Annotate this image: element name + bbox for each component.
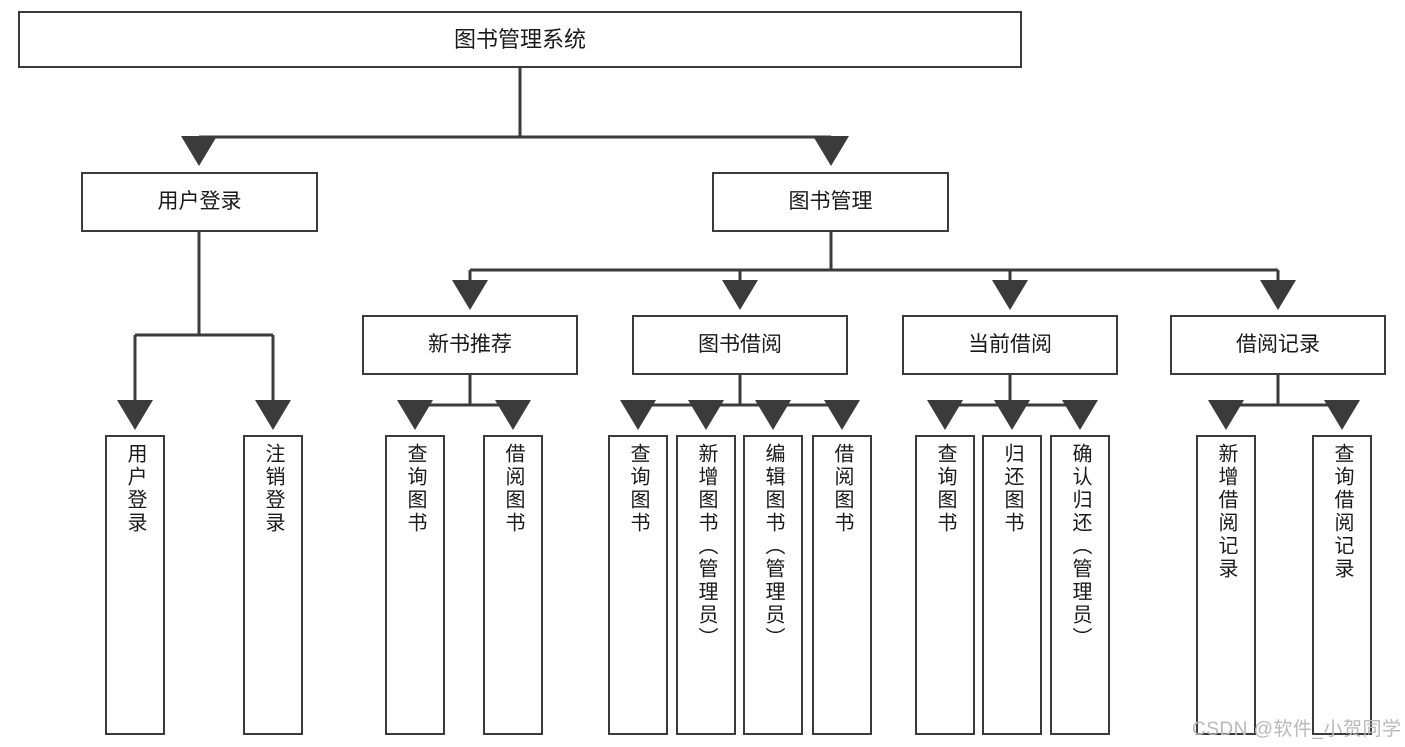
leaf-current-borrow-return-label: 归还图书 — [1001, 443, 1023, 535]
leaf-new-book-borrow[interactable]: 借阅图书 — [483, 435, 543, 735]
leaf-book-borrow-edit[interactable]: 编辑图书（管理员） — [743, 435, 803, 735]
leaf-book-borrow-add-label: 新增图书（管理员） — [695, 443, 717, 650]
leaf-user-login-logout-label: 注销登录 — [262, 443, 284, 535]
leaf-new-book-query[interactable]: 查询图书 — [385, 435, 445, 735]
node-book-management[interactable]: 图书管理 — [712, 172, 949, 232]
node-current-borrow-label: 当前借阅 — [968, 332, 1052, 356]
csdn-watermark: CSDN @软件_小贺同学 — [1192, 719, 1402, 740]
leaf-user-login-logout[interactable]: 注销登录 — [243, 435, 303, 735]
node-root-label: 图书管理系统 — [453, 26, 586, 52]
leaf-current-borrow-confirm-return[interactable]: 确认归还（管理员） — [1050, 435, 1110, 735]
leaf-current-borrow-return[interactable]: 归还图书 — [982, 435, 1042, 735]
node-user-login-label: 用户登录 — [157, 189, 242, 213]
node-book-borrow[interactable]: 图书借阅 — [632, 315, 848, 375]
leaf-current-borrow-query[interactable]: 查询图书 — [915, 435, 975, 735]
node-user-login[interactable]: 用户登录 — [81, 172, 318, 232]
node-book-management-label: 图书管理 — [788, 189, 873, 213]
leaf-user-login-login-label: 用户登录 — [124, 443, 146, 535]
node-new-book-recommend[interactable]: 新书推荐 — [362, 315, 578, 375]
node-current-borrow[interactable]: 当前借阅 — [902, 315, 1118, 375]
leaf-borrow-record-add-label: 新增借阅记录 — [1215, 443, 1237, 581]
leaf-book-borrow-query[interactable]: 查询图书 — [608, 435, 668, 735]
leaf-user-login-login[interactable]: 用户登录 — [105, 435, 165, 735]
node-borrow-record[interactable]: 借阅记录 — [1170, 315, 1386, 375]
node-root[interactable]: 图书管理系统 — [18, 11, 1022, 68]
node-new-book-recommend-label: 新书推荐 — [428, 332, 512, 356]
leaf-book-borrow-borrow[interactable]: 借阅图书 — [812, 435, 872, 735]
leaf-book-borrow-edit-label: 编辑图书（管理员） — [762, 443, 784, 650]
node-book-borrow-label: 图书借阅 — [698, 332, 782, 356]
leaf-book-borrow-add[interactable]: 新增图书（管理员） — [676, 435, 736, 735]
leaf-current-borrow-confirm-return-label: 确认归还（管理员） — [1069, 443, 1091, 650]
leaf-book-borrow-query-label: 查询图书 — [627, 443, 649, 535]
node-borrow-record-label: 借阅记录 — [1236, 332, 1320, 356]
leaf-current-borrow-query-label: 查询图书 — [934, 443, 956, 535]
leaf-borrow-record-query-label: 查询借阅记录 — [1331, 443, 1353, 581]
leaf-new-book-query-label: 查询图书 — [404, 443, 426, 535]
leaf-book-borrow-borrow-label: 借阅图书 — [831, 443, 853, 535]
leaf-borrow-record-add[interactable]: 新增借阅记录 — [1196, 435, 1256, 735]
leaf-borrow-record-query[interactable]: 查询借阅记录 — [1312, 435, 1372, 735]
leaf-new-book-borrow-label: 借阅图书 — [502, 443, 524, 535]
